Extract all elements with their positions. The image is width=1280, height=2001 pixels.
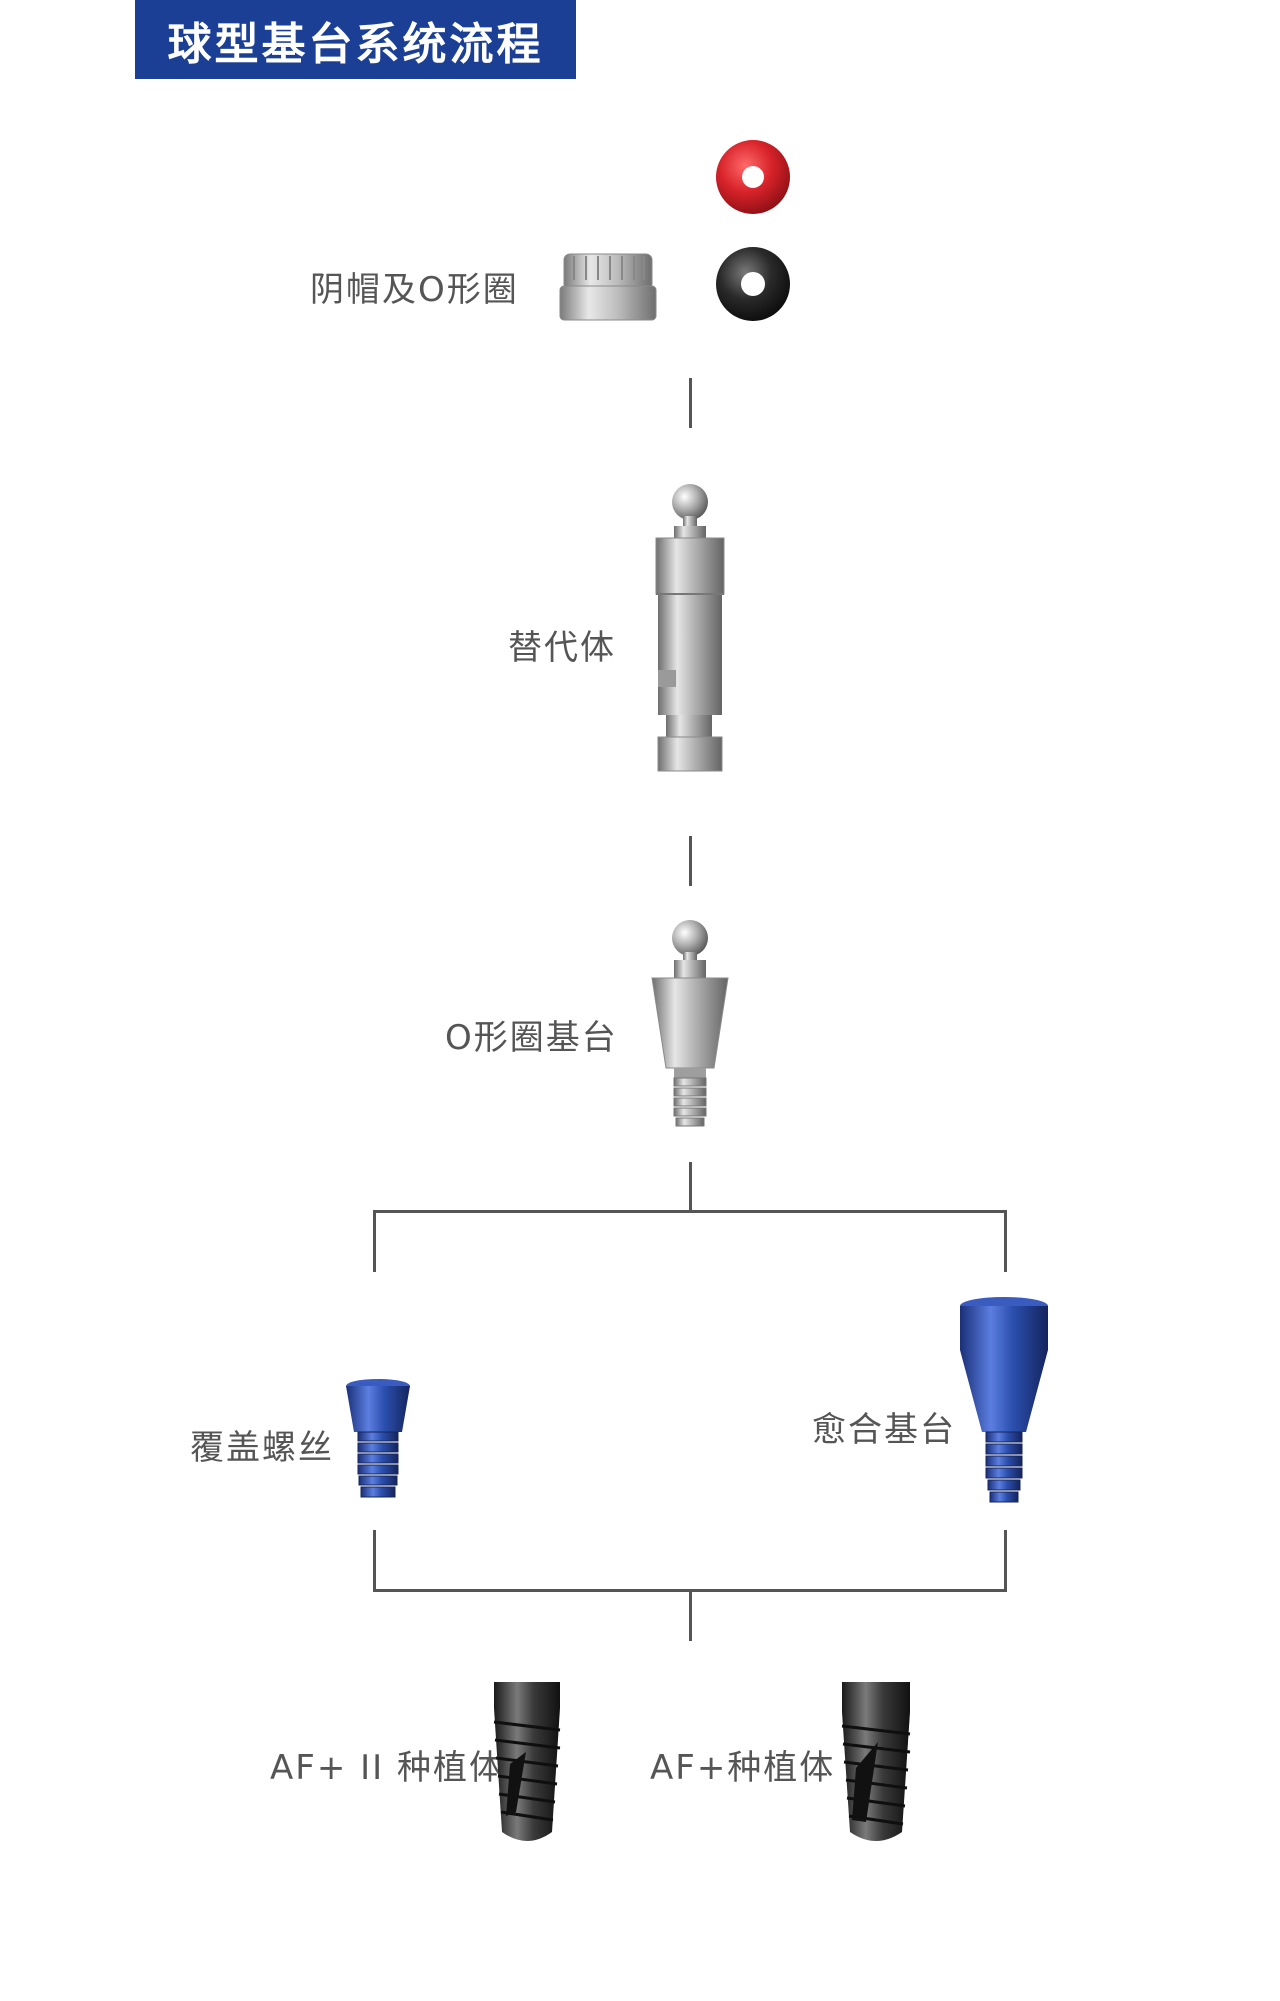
o-ring-black-image xyxy=(716,247,790,321)
label-implant-af2: AF+ II 种植体 xyxy=(270,1748,505,1788)
implant-af-image xyxy=(841,1682,911,1841)
label-healing-abutment: 愈合基台 xyxy=(812,1410,956,1450)
label-analog: 替代体 xyxy=(508,628,616,668)
connector-2 xyxy=(689,836,692,886)
branch-top-right xyxy=(1004,1210,1007,1272)
female-cap-image xyxy=(559,253,657,321)
analog-image xyxy=(655,484,725,772)
page-title: 球型基台系统流程 xyxy=(135,0,576,79)
branch-top xyxy=(373,1210,1007,1213)
cover-screw-image xyxy=(346,1379,410,1498)
label-implant-af: AF+种植体 xyxy=(650,1748,836,1788)
branch-top-left xyxy=(373,1210,376,1272)
o-ring-red-image xyxy=(716,140,790,214)
healing-abutment-image xyxy=(960,1297,1048,1503)
o-ring-abutment-image xyxy=(651,920,729,1127)
implant-af2-image xyxy=(493,1682,561,1841)
label-female-cap: 阴帽及O形圈 xyxy=(310,270,519,310)
connector-1 xyxy=(689,378,692,428)
branch-bottom-left xyxy=(373,1530,376,1592)
label-o-ring-abutment: O形圈基台 xyxy=(445,1018,618,1058)
label-cover-screw: 覆盖螺丝 xyxy=(190,1428,334,1468)
connector-3 xyxy=(689,1162,692,1212)
connector-4 xyxy=(689,1589,692,1641)
branch-bottom-right xyxy=(1004,1530,1007,1592)
